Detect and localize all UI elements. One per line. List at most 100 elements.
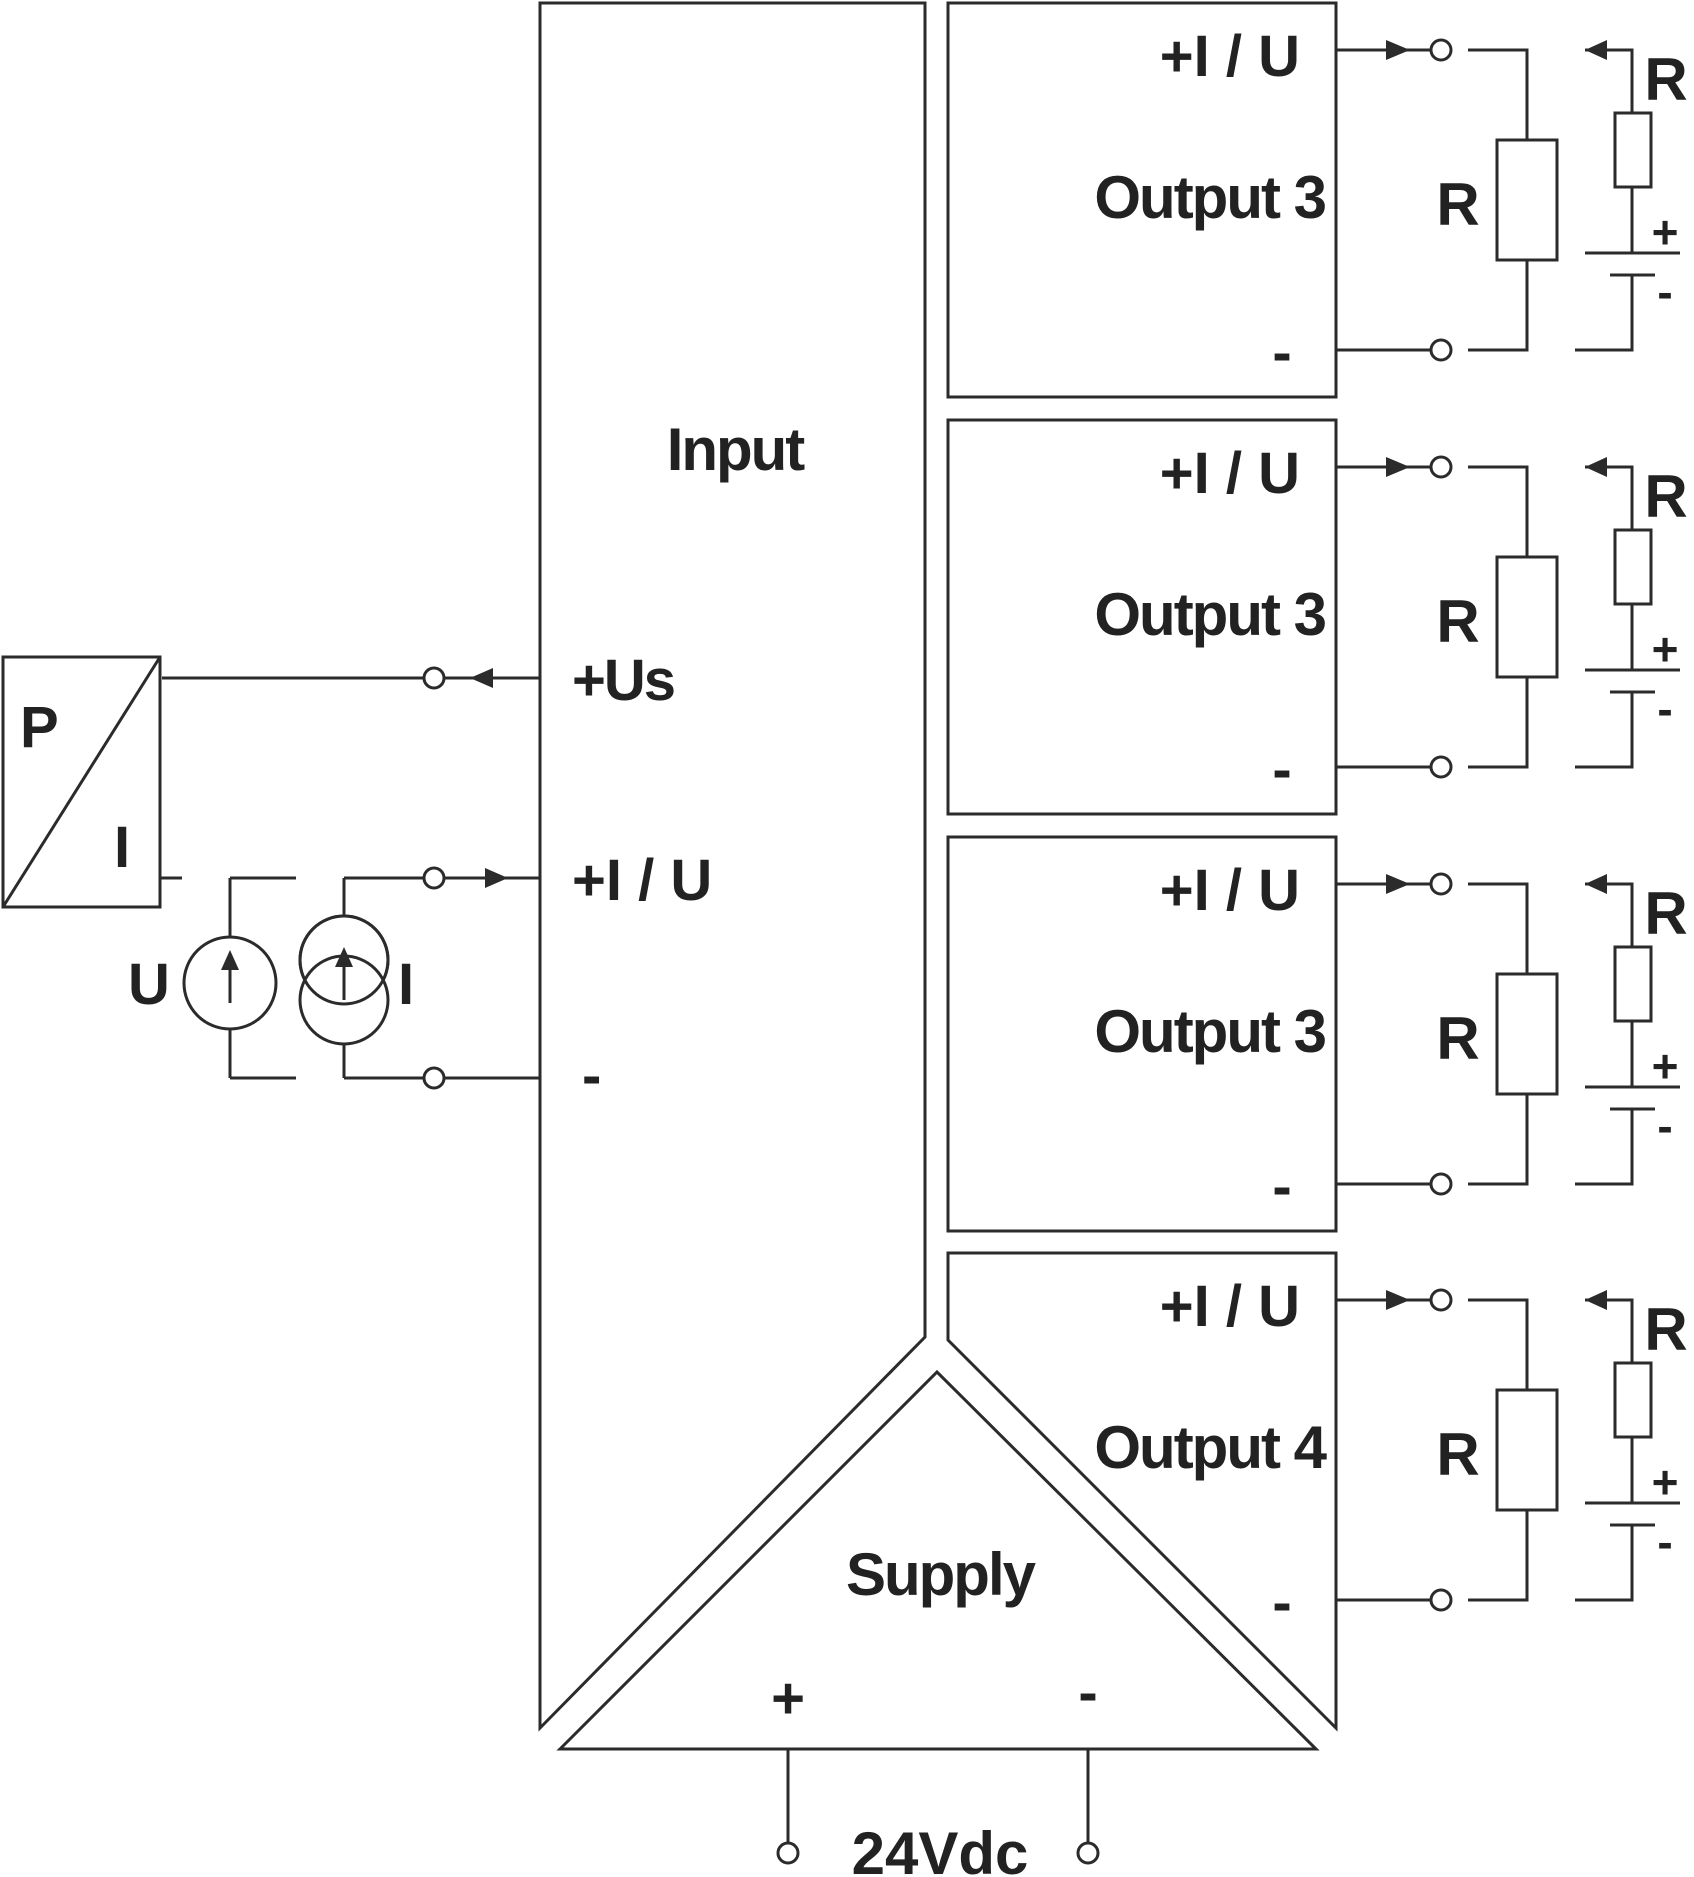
output-plus-terminal [1429, 38, 1453, 62]
output-plus-terminal [1429, 1288, 1453, 1312]
supply-minus-terminal [1076, 1841, 1100, 1865]
active-load-bottom-wire [1575, 692, 1634, 769]
voltage-source-arrow-icon [221, 950, 239, 970]
load-resistor-icon [1495, 972, 1559, 1096]
load-label: R [1436, 171, 1479, 238]
load-bottom-wire [1468, 1094, 1529, 1186]
output-plus-label: +I / U [1160, 24, 1300, 89]
active-load-top-wire [1585, 882, 1634, 947]
supply-plus-label: + [771, 1666, 805, 1731]
supply-title: Supply [846, 1541, 1037, 1608]
load-label: R [1436, 1005, 1479, 1072]
battery-minus-label: - [1657, 683, 1672, 735]
output-plus-terminal [1429, 455, 1453, 479]
transducer-i-label: I [114, 815, 130, 880]
iu-terminal [422, 866, 446, 890]
load-bottom-wire [1468, 1510, 1529, 1602]
load-resistor-icon [1495, 1388, 1559, 1512]
battery-plus-label: + [1652, 1456, 1679, 1508]
pressure-transducer-diagonal [1, 656, 162, 908]
active-load-arrow-icon [1585, 40, 1607, 60]
load-label: R [1436, 588, 1479, 655]
battery-plus-label: + [1652, 1040, 1679, 1092]
active-load-resistor-icon [1613, 528, 1653, 606]
active-load-arrow-icon [1585, 1290, 1607, 1310]
output-arrow-icon [1386, 40, 1410, 60]
active-load-top-wire [1585, 465, 1634, 530]
load-top-wire [1468, 48, 1529, 140]
input-us-label: +Us [572, 648, 674, 713]
active-load-resistor-icon [1613, 945, 1653, 1023]
output-minus-terminal [1429, 338, 1453, 362]
load-top-wire [1468, 1298, 1529, 1390]
load-top-wire [1468, 882, 1529, 974]
output-title: Output 3 [1094, 164, 1325, 231]
supply-voltage-label: 24Vdc [852, 1820, 1029, 1877]
output-arrow-icon [1386, 457, 1410, 477]
output-minus-label: - [1272, 1570, 1291, 1635]
battery-minus-label: - [1657, 266, 1672, 318]
load-bottom-wire [1468, 677, 1529, 769]
active-load-arrow-icon [1585, 874, 1607, 894]
supply-minus-label: - [1078, 1660, 1097, 1725]
supply-plus-terminal [776, 1841, 800, 1865]
active-load-bottom-wire [1575, 275, 1634, 352]
output-module-1: +I / U Output 3 - R R + - [946, 1, 1688, 399]
output-module-box [946, 418, 1338, 816]
output-minus-label: - [1272, 320, 1291, 385]
output-arrow-icon [1386, 874, 1410, 894]
transducer-p-label: P [20, 695, 59, 760]
active-load-top-wire [1585, 1298, 1634, 1363]
output-module-3: +I / U Output 3 - R R + - [946, 835, 1688, 1233]
supply-module-outline [556, 1369, 1320, 1751]
voltage-source-label: U [128, 952, 170, 1017]
us-terminal [422, 666, 446, 690]
output-minus-terminal [1429, 755, 1453, 779]
output-minus-terminal [1429, 1172, 1453, 1196]
output-module-box [946, 1251, 1338, 1732]
active-load-resistor-icon [1613, 111, 1653, 189]
input-module-outline [538, 1, 927, 1732]
input-iu-label: +I / U [572, 848, 712, 913]
active-load-label: R [1644, 46, 1687, 113]
output-module-4: +I / U Output 4 - R R + - [946, 1251, 1688, 1732]
active-load-top-wire [1585, 48, 1634, 113]
input-title: Input [667, 416, 806, 483]
active-load-label: R [1644, 880, 1687, 947]
battery-minus-label: - [1657, 1516, 1672, 1568]
input-minus-label: - [582, 1043, 601, 1108]
active-load-label: R [1644, 463, 1687, 530]
output-plus-label: +I / U [1160, 441, 1300, 506]
battery-plus-label: + [1652, 206, 1679, 258]
iu-arrow-icon [485, 868, 508, 888]
current-source-arrow-icon [335, 947, 353, 967]
output-minus-terminal [1429, 1588, 1453, 1612]
active-load-label: R [1644, 1296, 1687, 1363]
output-module-2: +I / U Output 3 - R R + - [946, 418, 1688, 816]
output-arrow-icon [1386, 1290, 1410, 1310]
active-load-bottom-wire [1575, 1525, 1634, 1602]
output-title: Output 4 [1094, 1414, 1327, 1481]
output-module-box [946, 835, 1338, 1233]
output-title: Output 3 [1094, 581, 1325, 648]
load-label: R [1436, 1421, 1479, 1488]
load-resistor-icon [1495, 555, 1559, 679]
minus-terminal [422, 1066, 446, 1090]
output-minus-label: - [1272, 1154, 1291, 1219]
active-load-bottom-wire [1575, 1109, 1634, 1186]
output-plus-terminal [1429, 872, 1453, 896]
active-load-arrow-icon [1585, 457, 1607, 477]
load-resistor-icon [1495, 138, 1559, 262]
active-load-resistor-icon [1613, 1361, 1653, 1439]
load-bottom-wire [1468, 260, 1529, 352]
output-plus-label: +I / U [1160, 858, 1300, 923]
output-plus-label: +I / U [1160, 1274, 1300, 1339]
battery-plus-label: + [1652, 623, 1679, 675]
output-minus-label: - [1272, 737, 1291, 802]
battery-minus-label: - [1657, 1100, 1672, 1152]
us-arrow-icon [470, 668, 493, 688]
output-title: Output 3 [1094, 998, 1325, 1065]
current-source-label: I [398, 952, 414, 1017]
